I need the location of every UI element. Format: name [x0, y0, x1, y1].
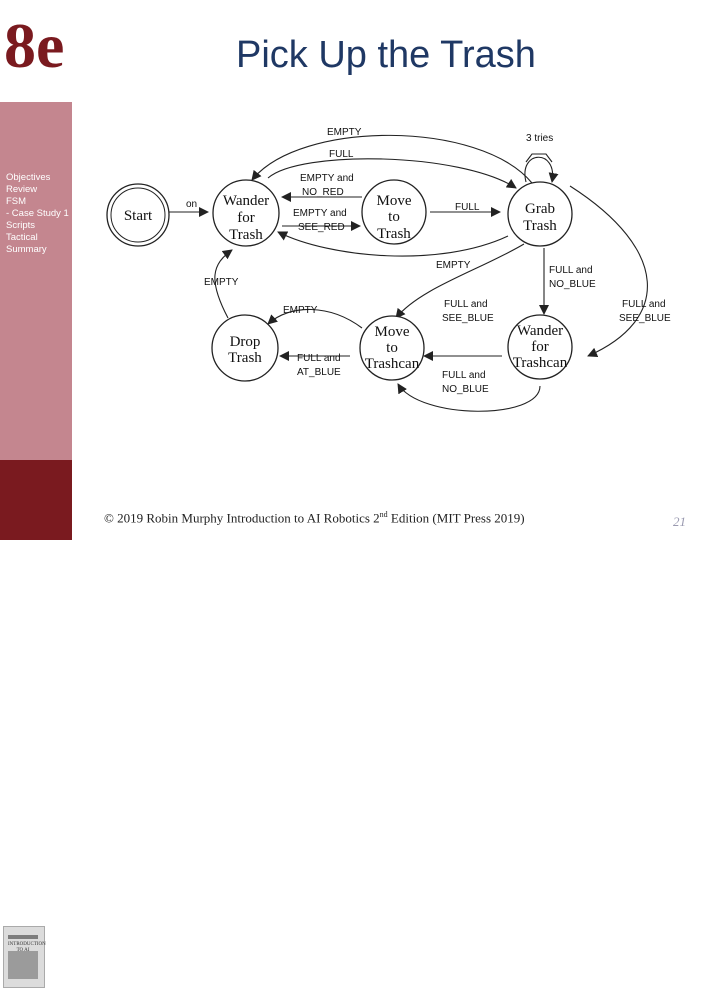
label-empty-drop: EMPTY	[283, 305, 318, 316]
label-full-at-blue-2: AT_BLUE	[297, 367, 341, 378]
label-full-see-blue-right-1: FULL and	[622, 299, 666, 310]
edge-wander-to-grab-full	[267, 158, 517, 189]
state-move-to-trash: Move to Trash	[361, 179, 427, 245]
state-move-to-trashcan: Move to Trashcan	[359, 315, 425, 381]
state-move-trashcan-line-3: Trashcan	[365, 356, 420, 372]
label-full-no-blue-bottom-2: NO_BLUE	[442, 384, 489, 395]
label-empty-no-red-2: NO_RED	[302, 187, 344, 198]
label-empty-see-red-2: SEE_RED	[298, 222, 345, 233]
state-move-trash-line-3: Trash	[377, 226, 411, 242]
state-grab-trash: Grab Trash	[507, 181, 573, 247]
sidebar-item-tactical[interactable]: Tactical	[6, 232, 38, 243]
footer-copyright: © 2019 Robin Murphy Introduction to AI R…	[104, 510, 525, 526]
state-move-trashcan-line-1: Move	[375, 324, 410, 340]
label-full-see-blue-mid-2: SEE_BLUE	[442, 313, 494, 324]
state-wander-for-trash: Wander for Trash	[212, 179, 280, 247]
page-number: 21	[673, 514, 686, 529]
label-full-grab: FULL	[455, 202, 480, 213]
label-empty-mid: EMPTY	[436, 260, 471, 271]
edge-grab-to-move-trashcan	[395, 243, 525, 319]
state-wander-trashcan-line-3: Trashcan	[513, 355, 568, 371]
sidebar-item-fsm[interactable]: FSM	[6, 196, 27, 207]
edge-move-trashcan-to-drop	[267, 308, 363, 329]
state-wander-trash-line-1: Wander	[223, 193, 269, 209]
edge-wander-trashcan-loop	[397, 383, 541, 412]
state-drop-trash-line-1: Drop	[230, 334, 261, 350]
transition-labels: EMPTY 3 tries FULL on EMPTY and NO_RED E…	[186, 127, 671, 395]
label-full-no-blue-right-2: NO_BLUE	[549, 279, 596, 290]
state-wander-trashcan-line-2: for	[531, 339, 549, 355]
state-move-trashcan-line-2: to	[386, 340, 398, 356]
state-move-trash-line-2: to	[388, 209, 400, 225]
logo-8e: 8e	[4, 10, 65, 81]
label-full-no-blue-bottom-1: FULL and	[442, 370, 486, 381]
sidebar-nav: Objectives Review FSM - Case Study 1 Scr…	[6, 172, 76, 256]
label-full-see-blue-right-2: SEE_BLUE	[619, 313, 671, 324]
footer-copyright-pre: © 2019 Robin Murphy Introduction to AI R…	[104, 510, 380, 526]
sidebar-item-scripts[interactable]: Scripts	[6, 220, 36, 231]
label-full-top: FULL	[329, 149, 354, 160]
edge-grab-to-wander-empty-mid	[277, 231, 509, 257]
tries-self-loop	[524, 153, 559, 183]
footer-copyright-post: Edition (MIT Press 2019)	[387, 510, 525, 526]
state-grab-trash-line-2: Trash	[523, 218, 557, 234]
edge-grab-to-move-trashcan-right	[569, 185, 648, 357]
label-on: on	[186, 199, 197, 210]
fsm-diagram: Start Wander for Trash Move to Trash Gra…	[106, 127, 671, 412]
edge-drop-to-wander	[214, 249, 233, 319]
state-drop-trash: Drop Trash	[211, 314, 279, 382]
book-cover-image: INTRODUCTION TO AI ROBOTICS	[3, 926, 46, 988]
state-start-label: Start	[124, 208, 153, 224]
label-full-at-blue-1: FULL and	[297, 353, 341, 364]
label-3-tries: 3 tries	[526, 133, 553, 144]
label-full-see-blue-mid-1: FULL and	[444, 299, 488, 310]
page-title: Pick Up the Trash	[236, 34, 536, 76]
state-start: Start	[106, 183, 170, 247]
state-grab-trash-line-1: Grab	[525, 201, 555, 217]
book-cover-bar	[8, 935, 38, 939]
sidebar-item-objectives[interactable]: Objectives	[6, 172, 51, 183]
state-wander-trash-line-3: Trash	[229, 227, 263, 243]
edge-grab-to-wander-empty	[251, 134, 533, 184]
label-empty-see-red-1: EMPTY and	[293, 208, 347, 219]
label-empty-no-red-1: EMPTY and	[300, 173, 354, 184]
label-full-no-blue-right-1: FULL and	[549, 265, 593, 276]
label-empty-top: EMPTY	[327, 127, 362, 138]
footer-superscript: nd	[379, 510, 388, 519]
state-wander-trash-line-2: for	[237, 210, 255, 226]
label-empty-left: EMPTY	[204, 277, 239, 288]
book-cover-picture	[8, 951, 38, 979]
sidebar-item-review[interactable]: Review	[6, 184, 38, 195]
state-drop-trash-line-2: Trash	[228, 350, 262, 366]
state-move-trash-line-1: Move	[377, 193, 412, 209]
state-wander-trashcan-line-1: Wander	[517, 323, 563, 339]
sidebar-item-summary[interactable]: Summary	[6, 244, 47, 255]
sidebar-item-case-study[interactable]: - Case Study 1	[6, 208, 69, 219]
state-wander-for-trashcan: Wander for Trashcan	[507, 314, 573, 380]
